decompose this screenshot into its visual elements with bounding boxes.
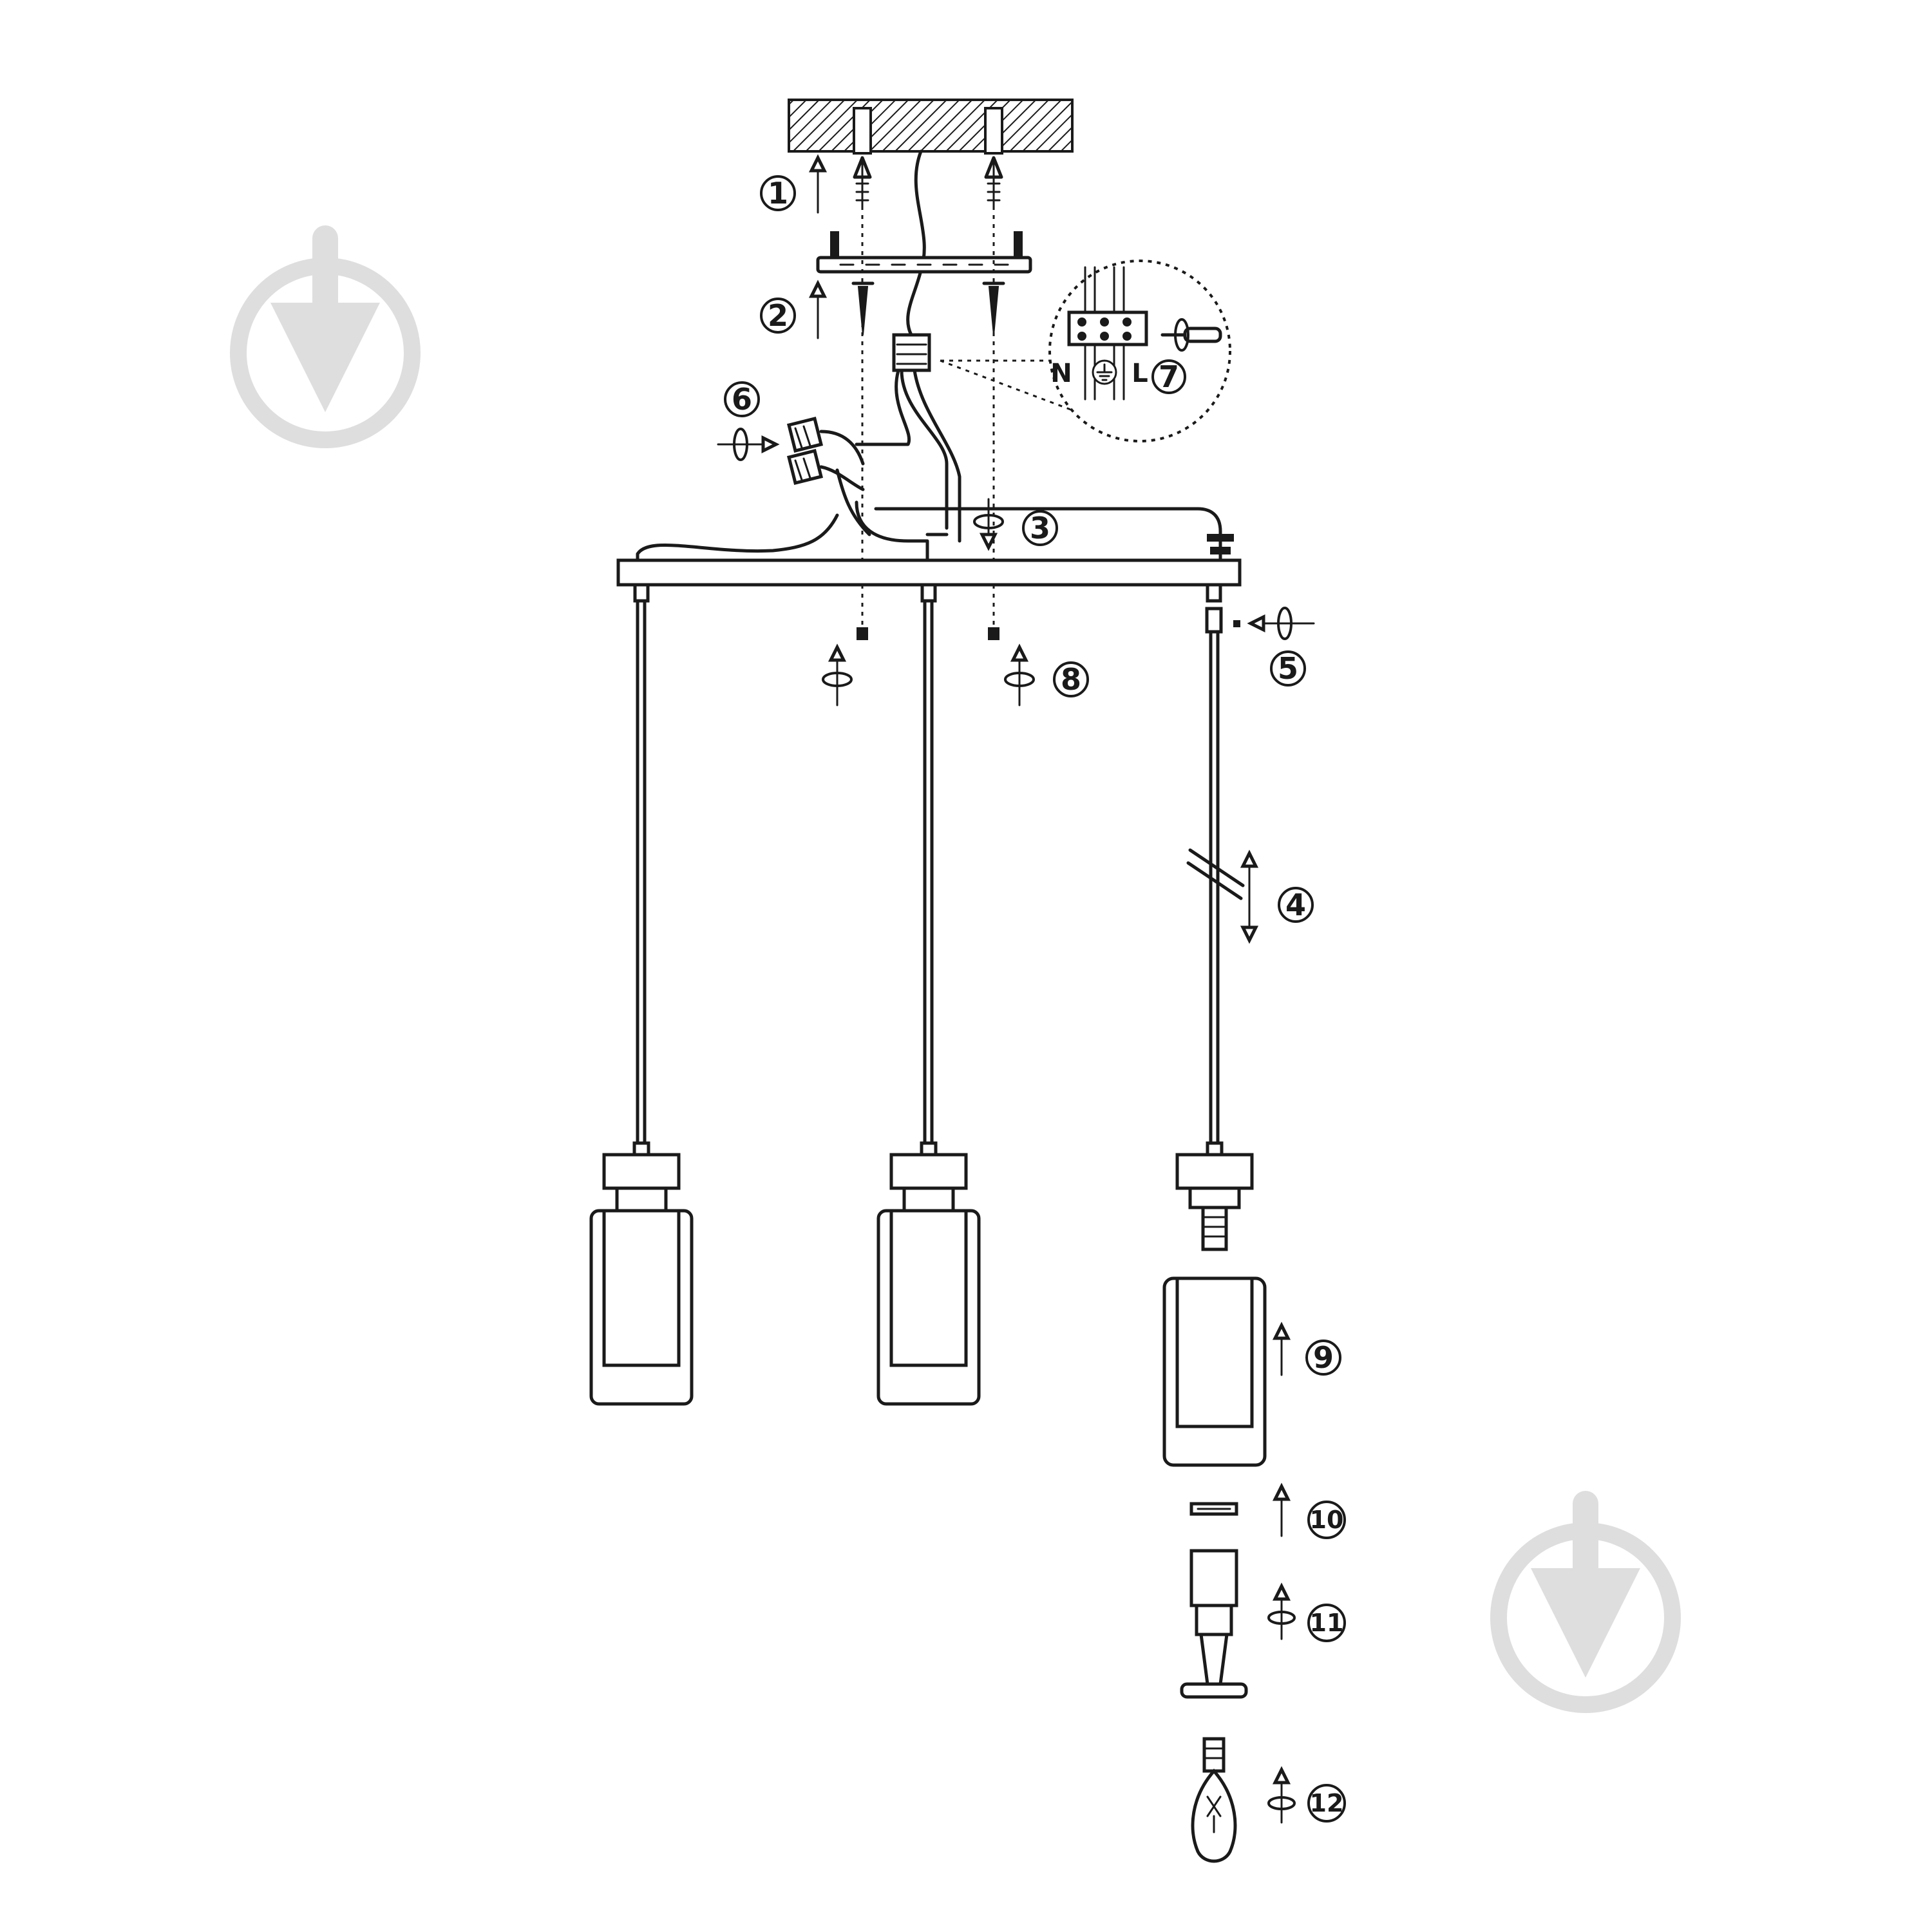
step-7-label: 7	[1159, 359, 1179, 394]
ground-symbol-icon	[1092, 359, 1117, 385]
push-arrow-icon	[808, 279, 828, 339]
wire-connector	[786, 448, 824, 486]
twist-arrow-icon	[973, 498, 1004, 551]
step-10: 10	[1272, 1482, 1346, 1539]
glass-shade	[1162, 1276, 1267, 1467]
step-8: 8	[822, 643, 1089, 706]
pendant-lamp	[589, 583, 694, 1406]
step-1: 1	[760, 154, 828, 214]
twist-arrow-icon	[822, 643, 853, 706]
twist-arrow-icon	[1267, 1582, 1296, 1640]
twist-arrow-icon	[1247, 607, 1315, 640]
step-1-label: 1	[768, 176, 788, 211]
wall-plug	[853, 156, 872, 207]
screw	[851, 281, 875, 336]
terminal-label-neutral: N	[1050, 359, 1072, 388]
step-12: 12	[1267, 1766, 1346, 1824]
mounting-bracket	[816, 231, 1032, 274]
step-10-label: 10	[1310, 1506, 1344, 1534]
connection-detail: N L 7	[1048, 260, 1231, 442]
watermark-logo-icon	[230, 225, 421, 448]
ceiling	[788, 99, 1074, 155]
twist-arrow-icon	[1004, 643, 1035, 706]
fixing-nut	[857, 627, 868, 640]
screwdriver-icon	[1160, 318, 1222, 352]
step-6: 6	[717, 381, 780, 461]
step-3: 3	[973, 498, 1058, 551]
canopy-bar	[616, 558, 1242, 587]
wire-connector	[786, 416, 824, 453]
step-4: 4	[1240, 849, 1314, 944]
watermark-logo-icon	[1490, 1491, 1681, 1713]
twist-arrow-icon	[717, 428, 780, 461]
step-11: 11	[1267, 1582, 1346, 1642]
twist-arrow-icon	[1267, 1766, 1296, 1824]
push-arrow-icon	[1272, 1482, 1291, 1537]
step-5-label: 5	[1278, 651, 1298, 686]
step-6-label: 6	[732, 382, 752, 417]
supply-cable	[906, 149, 926, 337]
push-arrow-icon	[1240, 849, 1259, 944]
step-8-label: 8	[1061, 662, 1081, 697]
shade-ring	[1189, 1502, 1238, 1516]
wall-plug	[984, 156, 1003, 207]
step-5: 5	[1233, 607, 1315, 687]
step-3-label: 3	[1030, 511, 1050, 545]
step-4-label: 4	[1285, 887, 1306, 922]
step-9: 9	[1272, 1321, 1341, 1376]
screw	[982, 281, 1005, 336]
terminal-label-live: L	[1132, 359, 1148, 388]
push-arrow-icon	[808, 154, 828, 214]
fixing-nut	[988, 627, 999, 640]
pendant-lamp	[876, 583, 981, 1406]
step-2-label: 2	[768, 298, 788, 333]
pendant-lamp-exploded	[1175, 583, 1254, 1251]
candle-bulb	[1191, 1737, 1237, 1863]
push-arrow-icon	[1272, 1321, 1291, 1376]
step-12-label: 12	[1310, 1789, 1344, 1817]
step-11-label: 11	[1310, 1609, 1344, 1637]
terminal-block	[892, 333, 931, 372]
lamp-holder	[1180, 1549, 1248, 1699]
step-9-label: 9	[1313, 1340, 1334, 1375]
step-2: 2	[760, 279, 828, 339]
